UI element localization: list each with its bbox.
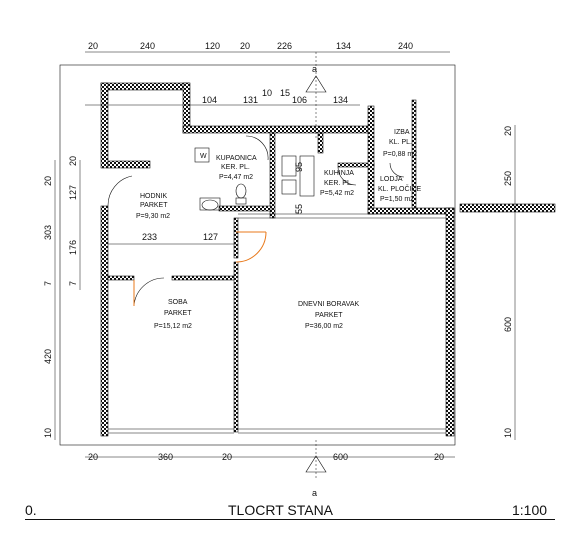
plot-outline [59, 64, 456, 446]
room-kupaonica: KUPAONICA KER. PL. P=4,47 m2 [216, 155, 257, 181]
svg-text:P=5,42 m2: P=5,42 m2 [320, 190, 354, 197]
dim-bottom-2: 20 [222, 452, 232, 462]
svg-text:KUPAONICA: KUPAONICA [216, 155, 257, 162]
dim-top-3: 20 [240, 41, 250, 51]
dim-right-3: 10 [503, 428, 513, 438]
dim-top-4: 226 [277, 41, 292, 51]
svg-text:P=9,30 m2: P=9,30 m2 [136, 213, 170, 220]
section-marker-top: a [312, 64, 317, 74]
dim-inner-5: 134 [333, 95, 348, 105]
dim-right-1: 250 [503, 171, 513, 186]
bathroom-fixtures [194, 147, 315, 211]
doors [107, 135, 405, 307]
dim-right-0: 20 [503, 126, 513, 136]
room-lodja: LODJA KL. PLOČICE P=1,50 m2 [378, 176, 422, 203]
svg-text:P=15,12 m2: P=15,12 m2 [154, 323, 192, 330]
svg-text:HODNIK: HODNIK [140, 193, 168, 200]
dim-left-2: 303 [43, 225, 53, 240]
dim-left-5: 420 [43, 349, 53, 364]
footer-title: TLOCRT STANA [228, 502, 334, 518]
dim-mid-1: 127 [203, 232, 218, 242]
svg-text:PARKET: PARKET [315, 312, 343, 319]
dim-left-1: 127 [68, 185, 78, 200]
dim-top-0: 20 [88, 41, 98, 51]
svg-text:PARKET: PARKET [140, 202, 168, 209]
svg-text:P=36,00 m2: P=36,00 m2 [305, 323, 343, 330]
svg-text:IZBA: IZBA [394, 129, 410, 136]
dim-mid-0: 233 [142, 232, 157, 242]
dim-inner-1: 131 [243, 95, 258, 105]
dim-inner-4: 106 [292, 95, 307, 105]
dim-right-2: 600 [503, 317, 513, 332]
svg-text:P=4,47 m2: P=4,47 m2 [219, 174, 253, 181]
dim-top-2: 120 [205, 41, 220, 51]
dim-small-1: 55 [294, 204, 304, 214]
svg-text:DNEVNI BORAVAK: DNEVNI BORAVAK [298, 301, 360, 308]
dim-top-6: 240 [398, 41, 413, 51]
dim-bottom-4: 20 [434, 452, 444, 462]
dim-left-4: 7 [43, 281, 53, 286]
svg-text:P=1,50 m2: P=1,50 m2 [380, 196, 414, 203]
svg-text:KUHINJA: KUHINJA [324, 170, 354, 177]
room-izba: IZBA KL. PL. P=0,88 m2 [383, 129, 417, 158]
room-soba: SOBA PARKET P=15,12 m2 [154, 299, 192, 330]
dim-left-3: 176 [68, 240, 78, 255]
footer-rule [25, 519, 555, 520]
svg-text:KER. PL.: KER. PL. [324, 180, 353, 187]
footer-scale: 1:100 [512, 502, 548, 518]
dim-inner-2: 10 [262, 88, 272, 98]
dimension-labels: 20 240 120 20 226 134 240 104 131 10 15 … [43, 41, 513, 462]
dim-top-1: 240 [140, 41, 155, 51]
svg-text:KER. PL.: KER. PL. [221, 164, 250, 171]
dim-bottom-0: 20 [88, 452, 98, 462]
dimension-lines [54, 51, 516, 480]
dim-left-6: 10 [43, 428, 53, 438]
svg-text:LODJA: LODJA [380, 176, 403, 183]
dim-bottom-1: 360 [158, 452, 173, 462]
walls [100, 82, 556, 437]
dim-left-0: 20 [43, 176, 53, 186]
svg-text:P=0,88 m2: P=0,88 m2 [383, 151, 417, 158]
dim-left-inner-0: 20 [68, 156, 78, 166]
room-dnevni-boravak: DNEVNI BORAVAK PARKET P=36,00 m2 [298, 301, 360, 330]
washer-label: W [200, 153, 207, 160]
room-hodnik: HODNIK PARKET P=9,30 m2 [136, 193, 170, 220]
section-markers [305, 75, 327, 473]
svg-text:SOBA: SOBA [168, 299, 188, 306]
door-swing-orange [235, 231, 267, 263]
dim-left-inner-1: 7 [68, 281, 78, 286]
section-marker-bottom: a [312, 488, 317, 498]
svg-text:KL. PL.: KL. PL. [389, 139, 412, 146]
dim-bottom-3: 600 [333, 452, 348, 462]
room-kuhinja: KUHINJA KER. PL. P=5,42 m2 [320, 170, 354, 197]
dim-top-5: 134 [336, 41, 351, 51]
svg-text:KL. PLOČICE: KL. PLOČICE [378, 184, 422, 193]
footer-number: 0. [25, 502, 37, 518]
dim-inner-0: 104 [202, 95, 217, 105]
dim-small-0: 95 [294, 162, 304, 172]
dim-inner-3: 15 [280, 88, 290, 98]
svg-text:PARKET: PARKET [164, 310, 192, 317]
windows [108, 213, 446, 434]
